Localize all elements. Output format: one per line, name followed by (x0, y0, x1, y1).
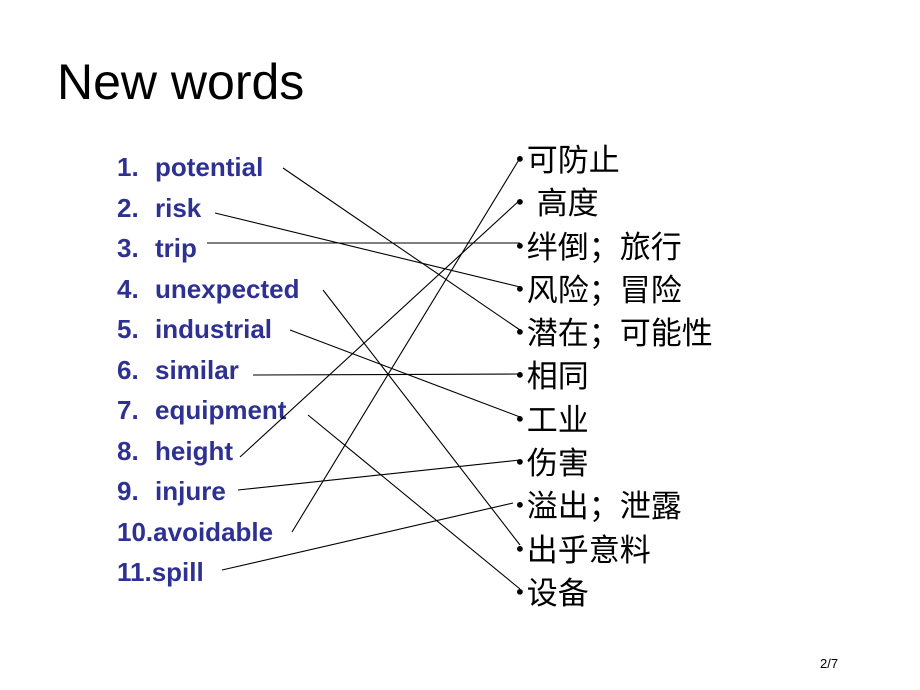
bullet-icon: • (514, 579, 526, 604)
match-line-industrial (289, 329, 521, 418)
match-line-height (239, 199, 521, 458)
page-number: 2/7 (820, 656, 839, 671)
english-word: equipment (155, 395, 287, 425)
chinese-meaning: 溢出；泄露 (526, 489, 682, 526)
chinese-meaning: 高度 (526, 186, 599, 223)
english-word: industrial (155, 314, 273, 344)
chinese-meaning-item: •溢出；泄露 (514, 486, 713, 529)
item-number: 2. (117, 192, 139, 223)
match-line-risk (214, 212, 521, 288)
chinese-meaning-item: •工业 (514, 400, 713, 443)
chinese-meaning-item: •绊倒；旅行 (514, 227, 713, 270)
chinese-meaning-item: •潜在；可能性 (514, 313, 713, 356)
english-word-item: 9. injure (117, 474, 300, 515)
english-word: unexpected (155, 273, 300, 304)
item-number: 5. (117, 314, 139, 344)
item-number: 9. (117, 476, 139, 506)
chinese-meaning: 绊倒；旅行 (526, 229, 682, 266)
slide-title: New words (57, 54, 305, 110)
item-number: 8. (117, 435, 139, 466)
english-word: height (155, 435, 233, 466)
chinese-meaning-item: •相同 (514, 356, 713, 399)
chinese-meaning-item: •风险；冒险 (514, 270, 713, 313)
chinese-meaning: 出乎意料 (526, 532, 651, 569)
item-number: 1. (117, 152, 139, 182)
match-line-equipment (307, 414, 521, 590)
bullet-icon: • (514, 406, 526, 431)
english-word: potential (155, 152, 264, 182)
bullet-icon: • (514, 320, 526, 345)
chinese-meaning: 潜在；可能性 (526, 316, 713, 353)
item-number: 7. (117, 395, 139, 425)
english-word: spill (151, 557, 204, 587)
english-word-item: 7. equipment (117, 393, 300, 434)
english-word-item: 2. risk (117, 191, 300, 232)
match-line-injure (237, 459, 521, 491)
chinese-meaning-item: • 高度 (514, 183, 713, 226)
english-word-item: 3. trip (117, 231, 300, 272)
bullet-icon: • (514, 276, 526, 301)
english-word-item: 5. industrial (117, 312, 300, 353)
item-number: 10. (117, 516, 154, 547)
item-number: 6. (117, 354, 139, 385)
english-word-item: 4. unexpected (117, 272, 300, 313)
chinese-meaning-item: •伤害 (514, 443, 713, 486)
match-line-spill (221, 502, 514, 571)
chinese-meaning: 设备 (526, 575, 589, 612)
match-line-similar (252, 373, 521, 376)
chinese-meaning: 伤害 (526, 446, 589, 483)
match-line-unexpected (322, 289, 521, 546)
match-line-avoidable (291, 157, 521, 533)
english-word-item: 8. height (117, 434, 300, 475)
english-word-item: 1. potential (117, 150, 300, 191)
item-number: 4. (117, 273, 139, 304)
item-number: 11. (117, 557, 152, 587)
english-word-list: 1. potential 2. risk 3. trip 4. unexpected 5… (117, 150, 300, 596)
chinese-meaning: 相同 (526, 359, 589, 396)
bullet-icon: • (514, 190, 526, 215)
chinese-meaning-item: •出乎意料 (514, 530, 713, 573)
bullet-icon: • (514, 493, 526, 518)
english-word: injure (155, 476, 226, 506)
bullet-icon: • (514, 363, 526, 388)
chinese-meaning-item: •设备 (514, 573, 713, 616)
chinese-meaning: 风险；冒险 (526, 272, 682, 309)
english-word: risk (155, 192, 202, 223)
english-word: avoidable (153, 516, 274, 547)
bullet-icon: • (514, 233, 526, 258)
bullet-icon: • (514, 536, 526, 561)
english-word-item: 11.spill (117, 555, 300, 596)
english-word: trip (155, 233, 197, 263)
item-number: 3. (117, 233, 139, 263)
english-word-item: 6. similar (117, 353, 300, 394)
english-word: similar (155, 354, 239, 385)
bullet-icon: • (514, 450, 526, 475)
chinese-meaning-list: •可防止 • 高度 •绊倒；旅行 •风险；冒险 •潜在；可能性 •相同 •工业 … (514, 140, 713, 616)
chinese-meaning: 可防止 (526, 143, 620, 179)
match-line-potential (282, 167, 521, 331)
chinese-meaning: 工业 (526, 402, 589, 439)
english-word-item: 10.avoidable (117, 515, 300, 556)
